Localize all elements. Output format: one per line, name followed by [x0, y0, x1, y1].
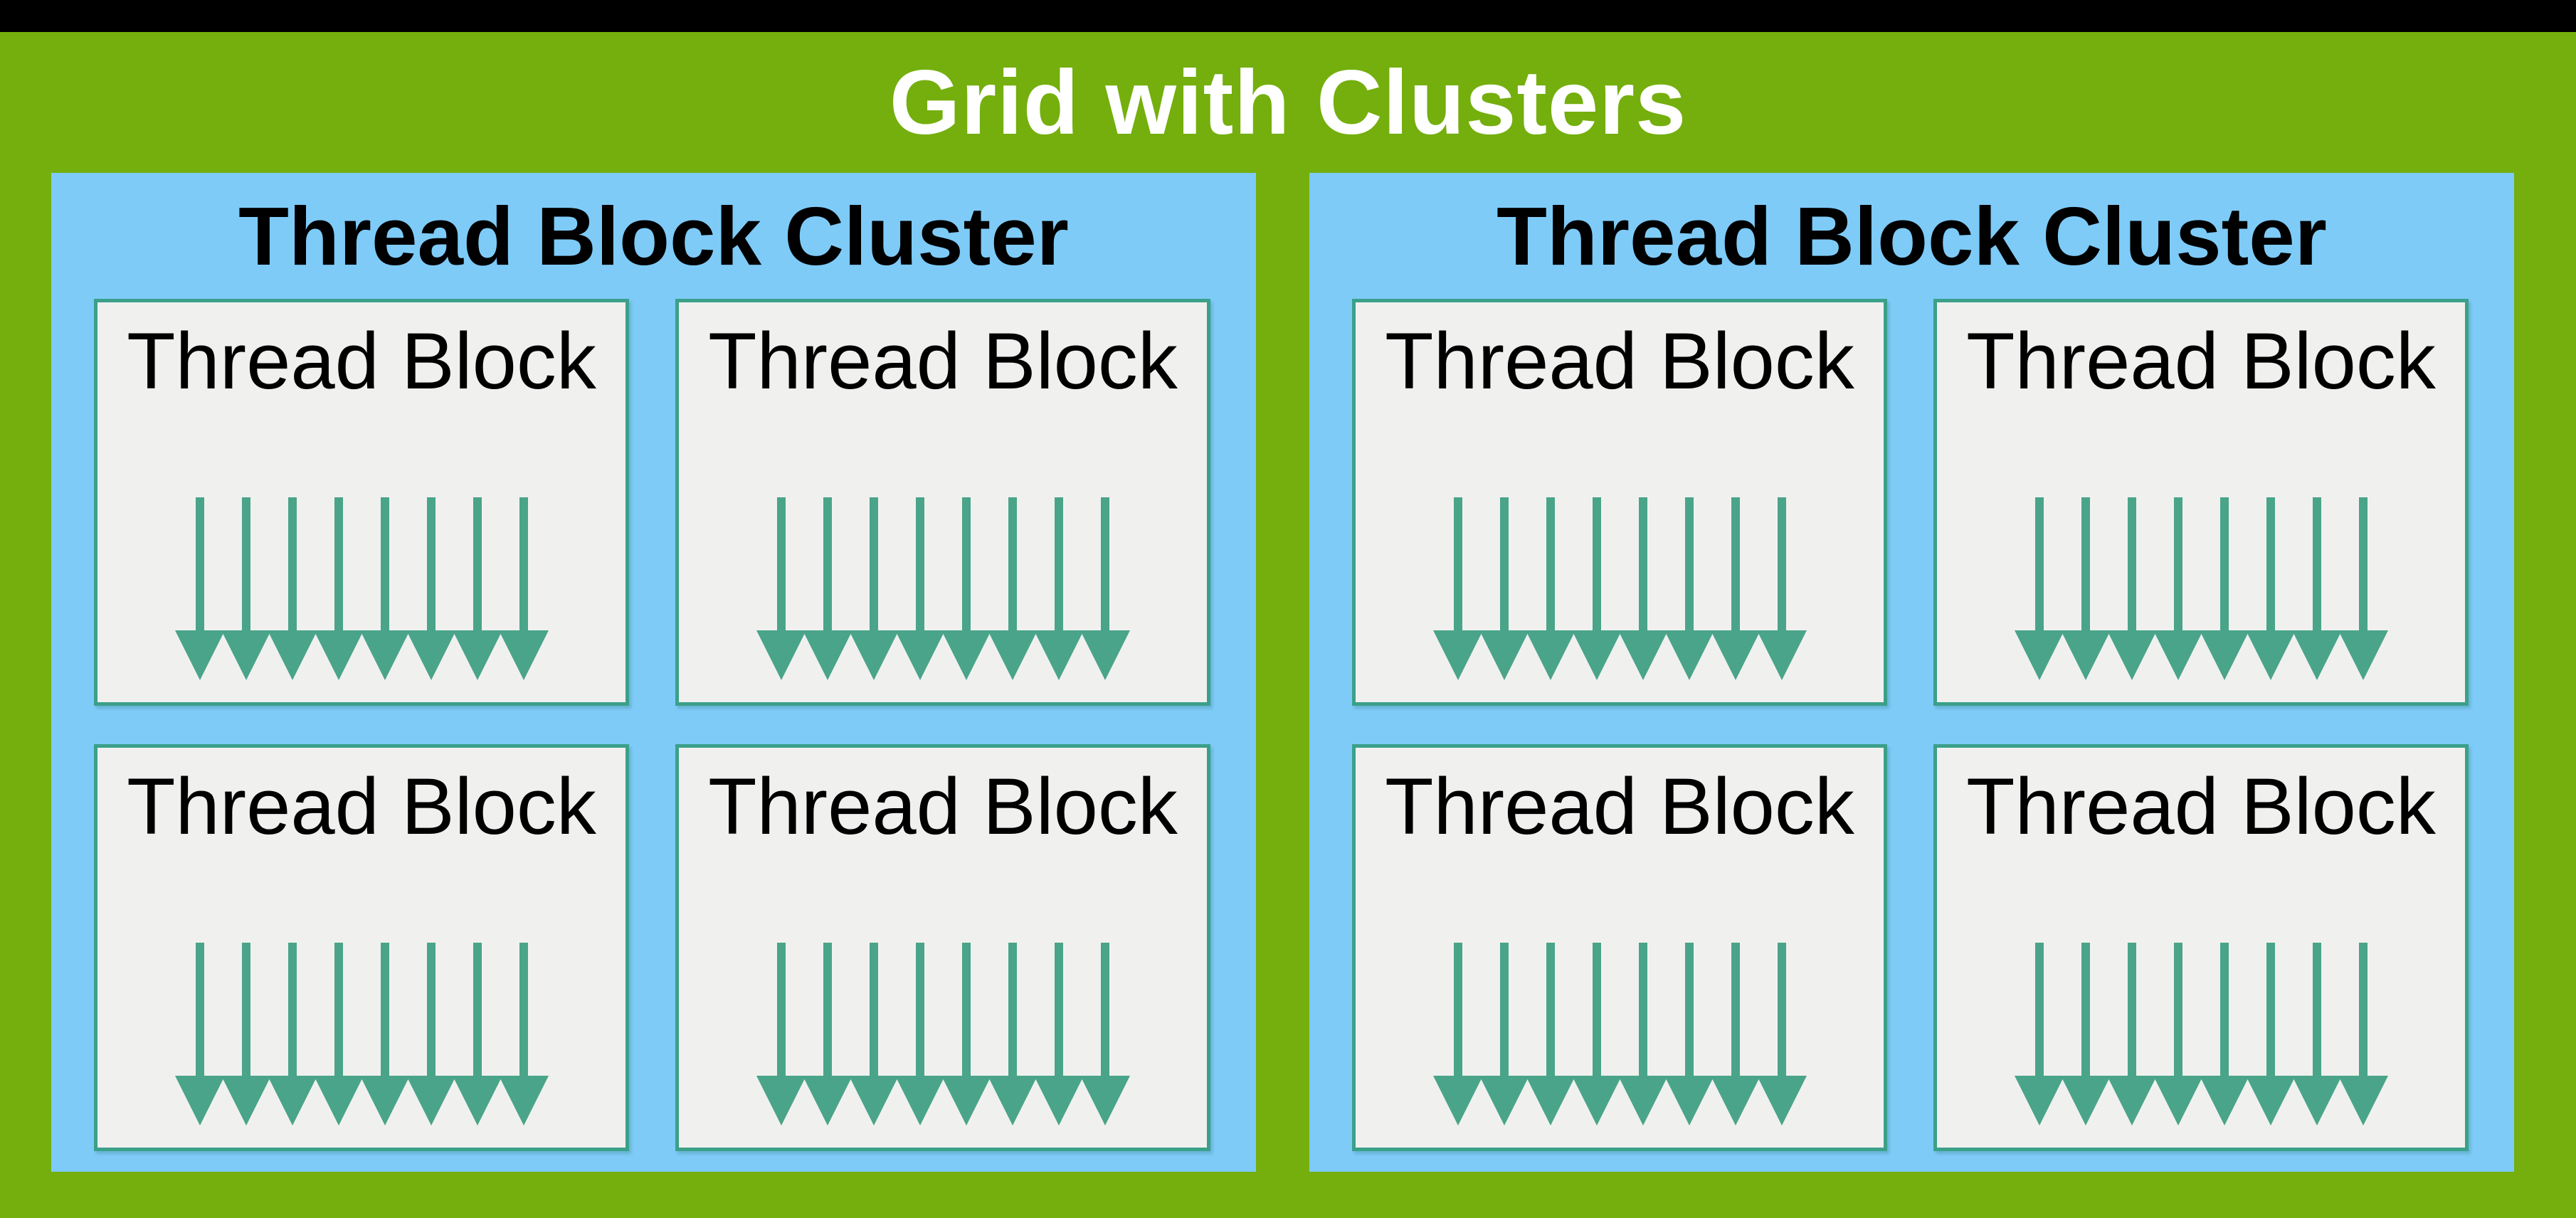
thread-block-title: Thread Block: [127, 317, 596, 406]
thread-down-arrow-icon: [174, 497, 225, 680]
thread-arrows-group: [1432, 943, 1807, 1126]
thread-down-arrow-icon: [1479, 497, 1529, 680]
thread-down-arrow-icon: [941, 497, 991, 680]
thread-block: Thread Block: [1352, 744, 1887, 1151]
thread-down-arrow-icon: [313, 943, 364, 1126]
thread-down-arrow-icon: [2338, 943, 2388, 1126]
thread-down-arrow-icon: [2245, 497, 2296, 680]
thread-down-arrow-icon: [2338, 497, 2388, 680]
thread-block: Thread Block: [1933, 744, 2469, 1151]
thread-down-arrow-icon: [894, 497, 945, 680]
cluster-blocks-grid: Thread Block Thread Block Thread Block T…: [1309, 299, 2514, 1172]
thread-block-title: Thread Block: [127, 762, 596, 851]
thread-down-arrow-icon: [1756, 497, 1807, 680]
thread-down-arrow-icon: [221, 497, 271, 680]
thread-down-arrow-icon: [1479, 943, 1529, 1126]
thread-down-arrow-icon: [2245, 943, 2296, 1126]
thread-down-arrow-icon: [2153, 943, 2203, 1126]
thread-down-arrow-icon: [498, 943, 549, 1126]
thread-down-arrow-icon: [1432, 497, 1483, 680]
thread-down-arrow-icon: [313, 497, 364, 680]
thread-down-arrow-icon: [1432, 943, 1483, 1126]
thread-block: Thread Block: [675, 744, 1210, 1151]
thread-down-arrow-icon: [452, 943, 502, 1126]
thread-down-arrow-icon: [1756, 943, 1807, 1126]
thread-down-arrow-icon: [2199, 943, 2249, 1126]
thread-block: Thread Block: [94, 744, 629, 1151]
diagram-title: Grid with Clusters: [889, 51, 1687, 154]
thread-down-arrow-icon: [1080, 943, 1130, 1126]
thread-down-arrow-icon: [1525, 943, 1575, 1126]
thread-down-arrow-icon: [2106, 497, 2157, 680]
thread-down-arrow-icon: [987, 943, 1038, 1126]
thread-down-arrow-icon: [1617, 943, 1668, 1126]
thread-arrows-group: [174, 497, 549, 680]
thread-down-arrow-icon: [267, 943, 317, 1126]
cluster-blocks-grid: Thread Block Thread Block Thread Block T…: [51, 299, 1256, 1172]
thread-block-title: Thread Block: [708, 762, 1178, 851]
thread-arrows-group: [1432, 497, 1807, 680]
thread-arrows-group: [2014, 497, 2388, 680]
cluster-title: Thread Block Cluster: [1496, 189, 2327, 282]
thread-down-arrow-icon: [221, 943, 271, 1126]
thread-down-arrow-icon: [941, 943, 991, 1126]
thread-down-arrow-icon: [1710, 497, 1761, 680]
thread-down-arrow-icon: [2014, 943, 2064, 1126]
thread-down-arrow-icon: [1664, 943, 1714, 1126]
thread-arrows-group: [756, 497, 1130, 680]
thread-down-arrow-icon: [848, 943, 899, 1126]
thread-down-arrow-icon: [1571, 943, 1622, 1126]
thread-down-arrow-icon: [267, 497, 317, 680]
title-band: Grid with Clusters: [0, 32, 2576, 173]
thread-down-arrow-icon: [452, 497, 502, 680]
thread-block-cluster-right: Thread Block Cluster Thread Block Thread…: [1309, 173, 2514, 1172]
thread-down-arrow-icon: [2106, 943, 2157, 1126]
thread-down-arrow-icon: [987, 497, 1038, 680]
thread-down-arrow-icon: [406, 943, 456, 1126]
thread-down-arrow-icon: [2291, 943, 2342, 1126]
thread-down-arrow-icon: [1525, 497, 1575, 680]
thread-down-arrow-icon: [2291, 497, 2342, 680]
grid-container: Thread Block Cluster Thread Block Thread…: [0, 173, 2576, 1172]
thread-down-arrow-icon: [359, 497, 410, 680]
thread-block-title: Thread Block: [1385, 317, 1854, 406]
thread-arrows-group: [2014, 943, 2388, 1126]
thread-block: Thread Block: [1352, 299, 1887, 706]
thread-block: Thread Block: [94, 299, 629, 706]
thread-down-arrow-icon: [498, 497, 549, 680]
thread-down-arrow-icon: [406, 497, 456, 680]
thread-arrows-group: [174, 943, 549, 1126]
thread-block-title: Thread Block: [1966, 317, 2436, 406]
thread-down-arrow-icon: [1664, 497, 1714, 680]
thread-block-title: Thread Block: [708, 317, 1178, 406]
thread-down-arrow-icon: [1571, 497, 1622, 680]
top-letterbox-bar: [0, 0, 2576, 32]
thread-down-arrow-icon: [1617, 497, 1668, 680]
thread-block-title: Thread Block: [1385, 762, 1854, 851]
thread-down-arrow-icon: [1080, 497, 1130, 680]
cluster-title: Thread Block Cluster: [238, 189, 1069, 282]
thread-down-arrow-icon: [2060, 497, 2111, 680]
thread-down-arrow-icon: [802, 497, 852, 680]
thread-down-arrow-icon: [359, 943, 410, 1126]
thread-down-arrow-icon: [2060, 943, 2111, 1126]
thread-block: Thread Block: [1933, 299, 2469, 706]
thread-down-arrow-icon: [1033, 497, 1084, 680]
thread-down-arrow-icon: [756, 497, 806, 680]
thread-arrows-group: [756, 943, 1130, 1126]
thread-down-arrow-icon: [2014, 497, 2064, 680]
thread-down-arrow-icon: [756, 943, 806, 1126]
thread-down-arrow-icon: [848, 497, 899, 680]
thread-down-arrow-icon: [802, 943, 852, 1126]
thread-block: Thread Block: [675, 299, 1210, 706]
thread-down-arrow-icon: [1033, 943, 1084, 1126]
thread-block-cluster-left: Thread Block Cluster Thread Block Thread…: [51, 173, 1256, 1172]
thread-down-arrow-icon: [894, 943, 945, 1126]
thread-down-arrow-icon: [2199, 497, 2249, 680]
thread-block-title: Thread Block: [1966, 762, 2436, 851]
thread-down-arrow-icon: [1710, 943, 1761, 1126]
thread-down-arrow-icon: [2153, 497, 2203, 680]
thread-down-arrow-icon: [174, 943, 225, 1126]
